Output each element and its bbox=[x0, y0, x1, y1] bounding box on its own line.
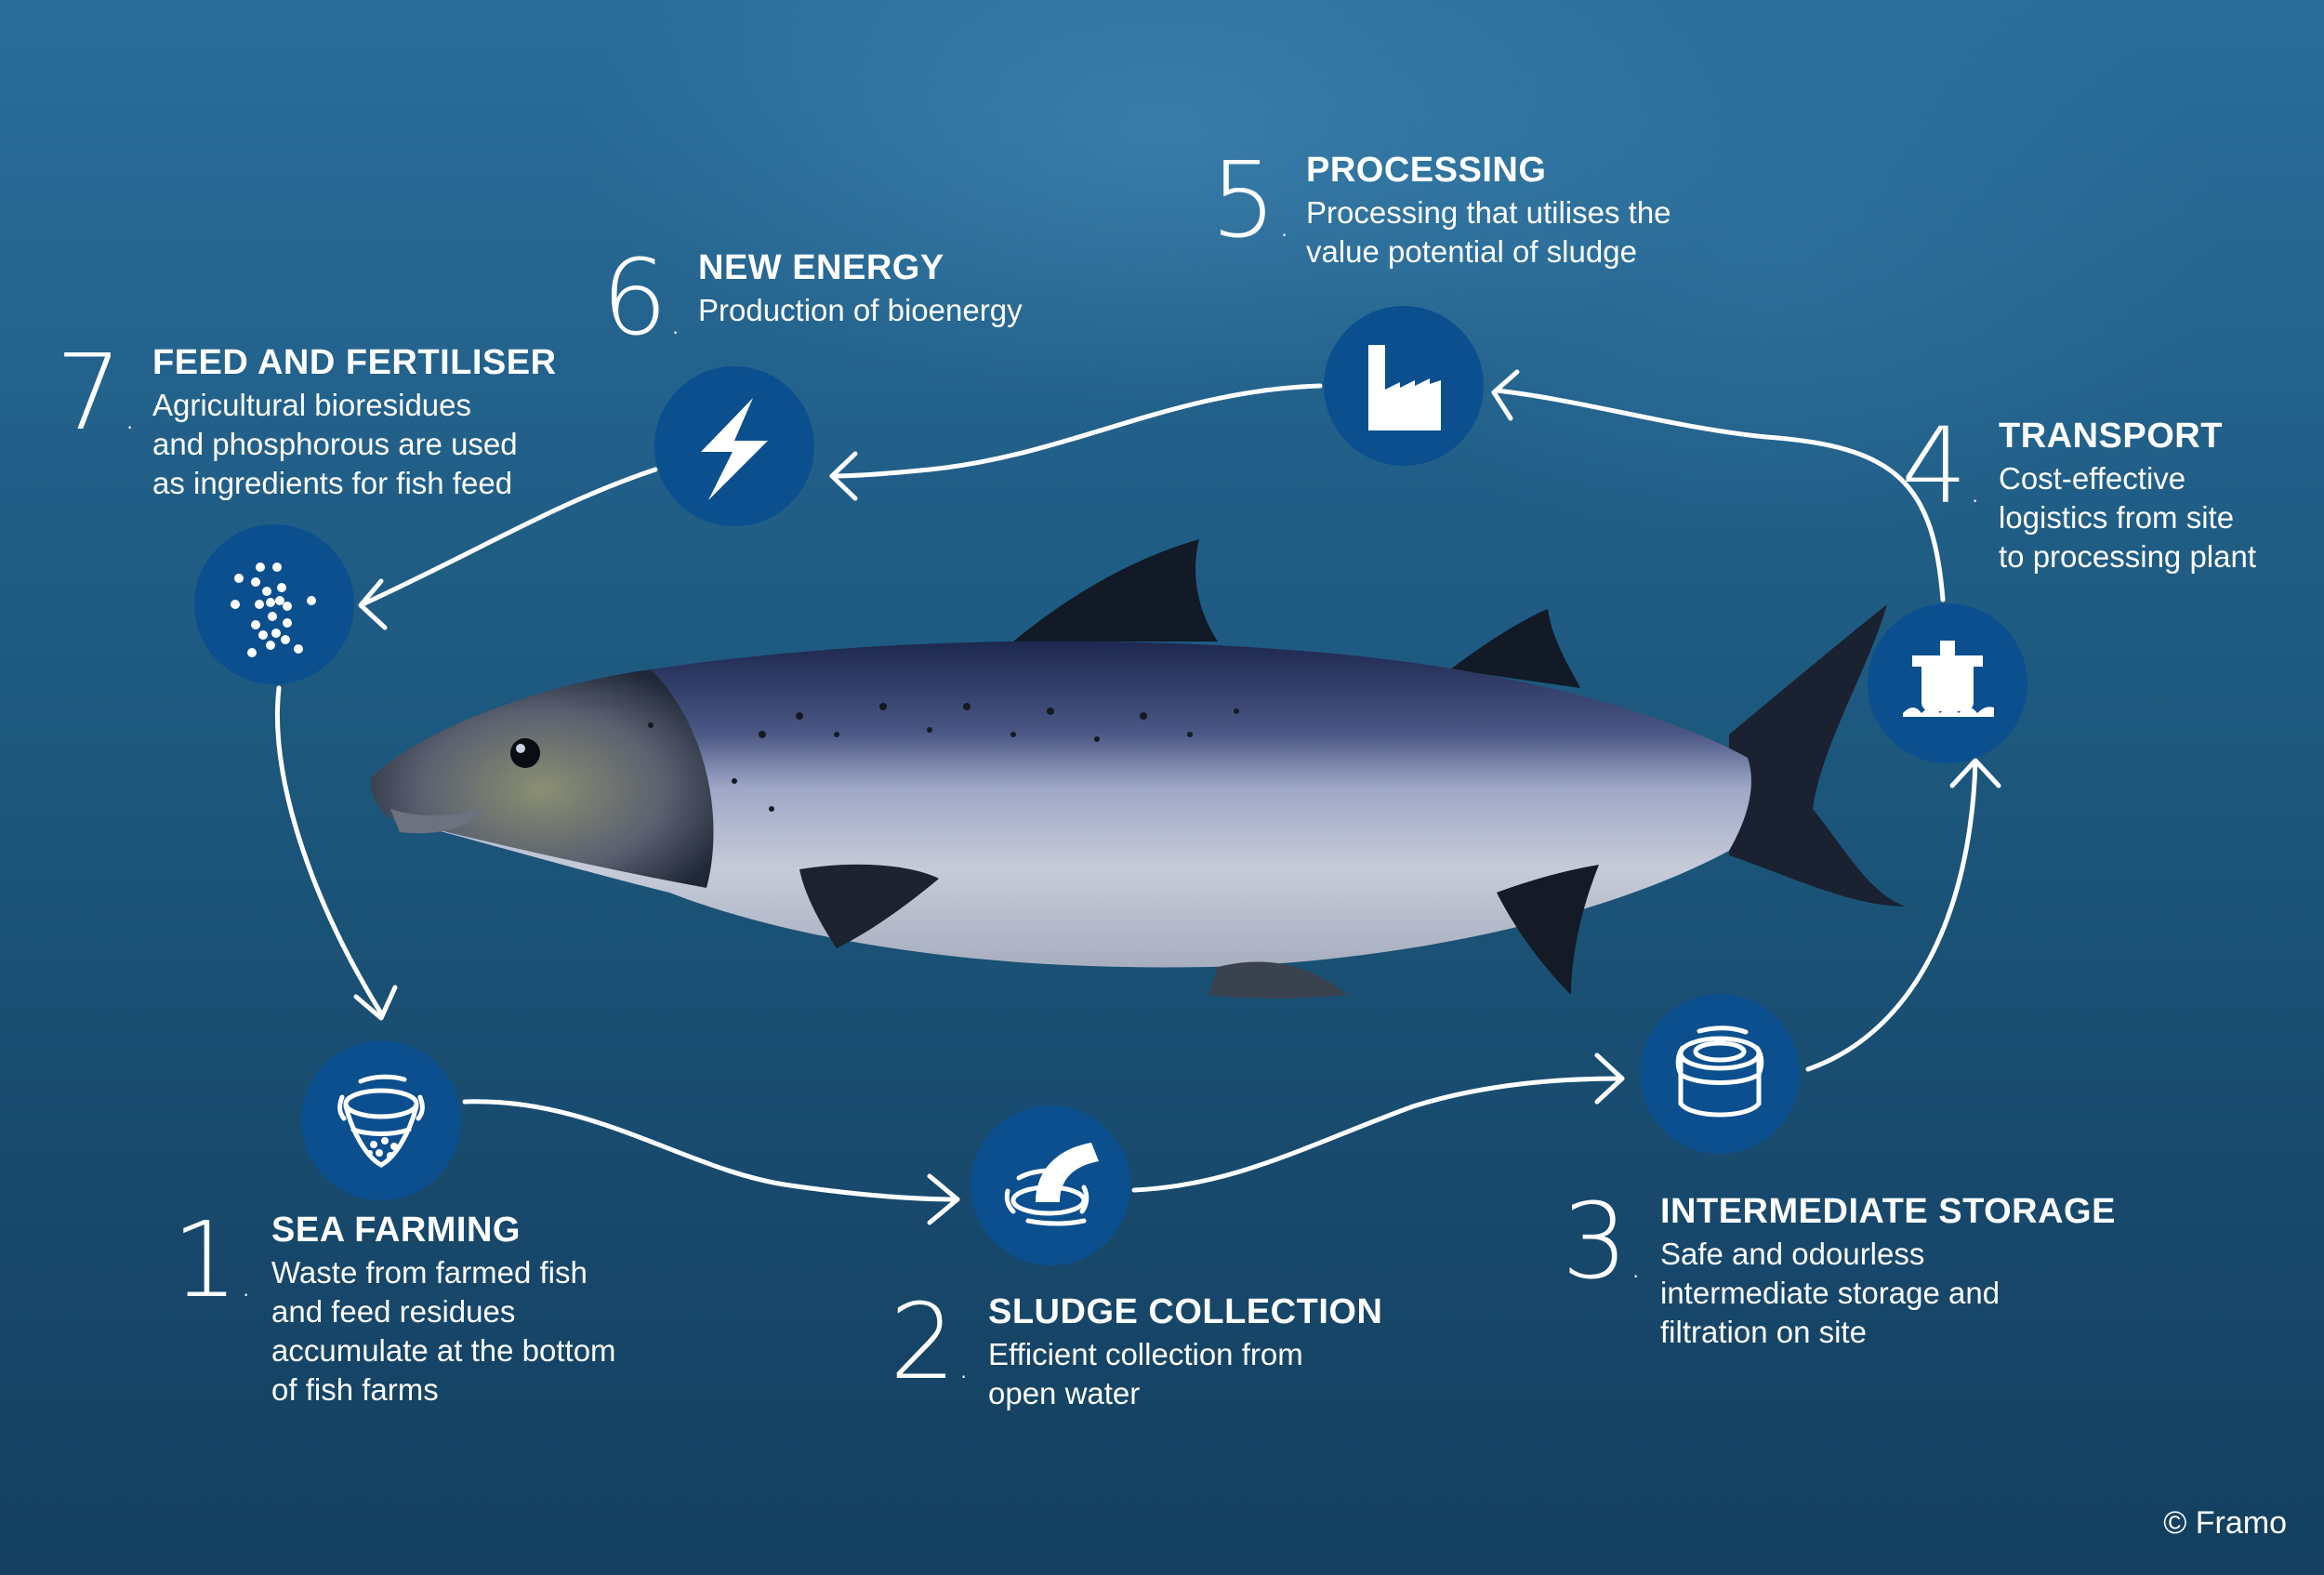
step-6-icon-circle bbox=[654, 366, 814, 526]
step-title: FEED AND FERTILISER bbox=[152, 343, 557, 382]
step-3-icon-circle bbox=[1640, 994, 1800, 1154]
factory-icon bbox=[1368, 345, 1441, 430]
pipe-suction-icon bbox=[1004, 1143, 1099, 1226]
arrow-3-to-4 bbox=[1805, 760, 1978, 1072]
step-number: 2. bbox=[890, 1282, 970, 1403]
step-7-icon-circle bbox=[194, 524, 354, 684]
arrow-6-to-7 bbox=[360, 467, 658, 607]
storage-tank-icon bbox=[1675, 1026, 1764, 1118]
arrow-7-to-1 bbox=[274, 685, 384, 1016]
step-title: INTERMEDIATE STORAGE bbox=[1660, 1192, 2116, 1231]
step-title: SEA FARMING bbox=[271, 1211, 521, 1250]
step-number: 6. bbox=[601, 238, 681, 359]
step-number: 7. bbox=[56, 333, 136, 454]
step-number: 4. bbox=[1901, 406, 1981, 527]
step-5-icon-circle bbox=[1324, 306, 1484, 466]
step-4-icon-circle bbox=[1868, 603, 2027, 763]
arrow-2-to-3 bbox=[1131, 1076, 1625, 1193]
copyright-notice: © Framo bbox=[2163, 1505, 2287, 1541]
ship-icon bbox=[1903, 641, 1994, 717]
pellets-icon bbox=[231, 562, 316, 657]
step-number: 5. bbox=[1210, 140, 1290, 261]
arrow-4-to-5 bbox=[1494, 388, 1946, 602]
step-number: 3. bbox=[1562, 1182, 1642, 1303]
step-title: TRANSPORT bbox=[1999, 417, 2223, 456]
lightning-bolt-icon bbox=[701, 398, 768, 500]
step-title: NEW ENERGY bbox=[698, 248, 944, 287]
step-2-icon-circle bbox=[971, 1105, 1130, 1265]
arrow-5-to-6 bbox=[829, 383, 1323, 479]
step-number: 1. bbox=[172, 1200, 252, 1321]
strainer-basket-icon bbox=[337, 1074, 425, 1168]
arrow-1-to-2 bbox=[462, 1099, 960, 1202]
step-title: SLUDGE COLLECTION bbox=[988, 1292, 1383, 1331]
step-1-icon-circle bbox=[301, 1040, 461, 1200]
step-description: Production of bioenergy bbox=[698, 293, 1023, 327]
step-title: PROCESSING bbox=[1306, 151, 1547, 190]
